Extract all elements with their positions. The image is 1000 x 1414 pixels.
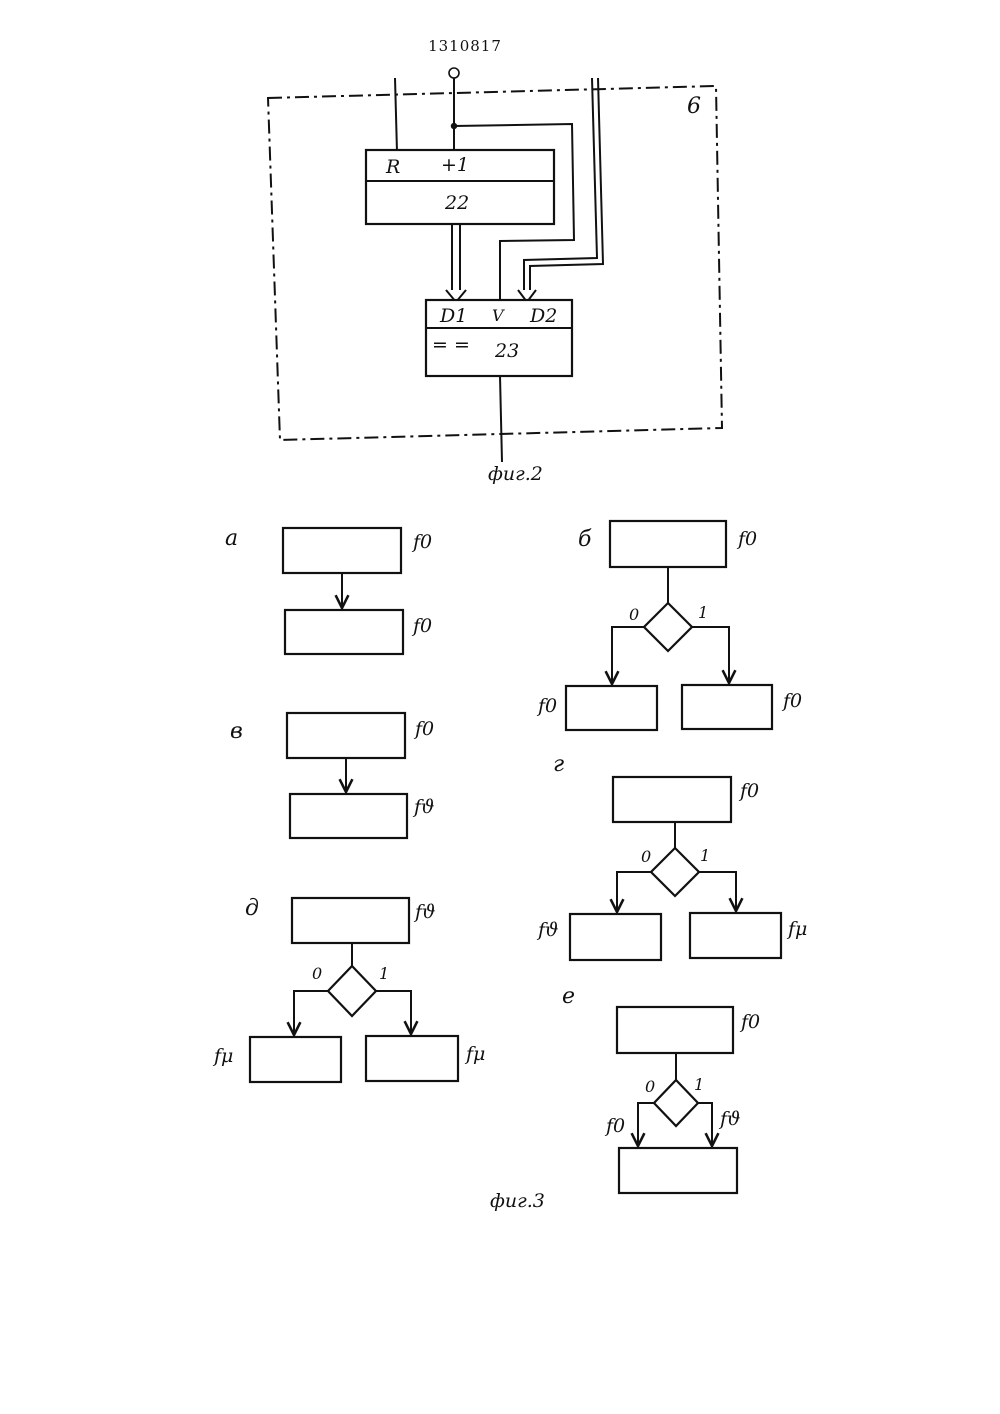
reset-wire [395, 78, 397, 152]
comparator-eq-label: = = [432, 334, 470, 356]
condition-diamond [328, 966, 376, 1016]
branch-one: 1 [694, 1075, 704, 1094]
block [285, 610, 403, 654]
fig3-caption: фиг.3 [490, 1190, 545, 1212]
counter-number: 22 [444, 192, 469, 214]
comparator-number: 23 [494, 340, 519, 362]
block-tag: fμ [464, 1043, 485, 1065]
flow-arrow-right [376, 991, 411, 1034]
condition-diamond [654, 1080, 698, 1126]
block [682, 685, 772, 729]
block [610, 521, 726, 567]
block [283, 528, 401, 573]
block-tag: f0 [739, 1011, 760, 1033]
block [250, 1037, 341, 1082]
fig3: а f0 f0 б f0 0 1 f0 f0 в f0 [212, 521, 807, 1212]
block-tag: f0 [781, 690, 802, 712]
branch-zero: 0 [312, 964, 322, 983]
subfigure-d-letter: д [245, 896, 259, 921]
branch-one: 1 [379, 964, 389, 983]
block-tag: fϑ [413, 901, 436, 923]
block-tag: f0 [411, 615, 432, 637]
block [287, 713, 405, 758]
branch-zero: 0 [645, 1077, 655, 1096]
block-tag: f0 [413, 718, 434, 740]
block [617, 1007, 733, 1053]
subfigure-e: е f0 0 1 f0 fϑ [562, 984, 760, 1193]
subfigure-e-letter: е [562, 984, 575, 1009]
input-terminal [449, 68, 459, 78]
flow-arrow-right [692, 627, 729, 683]
block-frame [268, 86, 722, 440]
comparator-d1-label: D1 [439, 305, 467, 327]
flow-arrow-right [699, 872, 736, 911]
subfigure-v: в f0 fϑ [230, 713, 435, 838]
block [290, 794, 407, 838]
block [613, 777, 731, 822]
block-tag: fϑ [536, 919, 559, 941]
fig2: 6 R +1 22 D1 V D2 = = 23 фиг.2 [268, 68, 722, 485]
counter-reset-label: R [385, 156, 400, 178]
fig2-caption: фиг.2 [488, 463, 543, 485]
condition-diamond [651, 848, 699, 896]
block-tag: fμ [786, 918, 807, 940]
flow-arrow-left [617, 872, 651, 912]
frame-label: 6 [687, 94, 701, 119]
branch-one: 1 [698, 603, 708, 622]
subfigure-g: г f0 0 1 fϑ fμ [536, 752, 807, 960]
block-tag: f0 [411, 531, 432, 553]
flow-arrow-left [638, 1103, 654, 1146]
output-wire [500, 376, 502, 462]
condition-diamond [644, 603, 692, 651]
branch-zero: 0 [641, 847, 651, 866]
comparator-d2-label: D2 [529, 305, 557, 327]
block [292, 898, 409, 943]
flow-arrow-left [294, 991, 328, 1035]
branch-zero: 0 [629, 605, 639, 624]
subfigure-v-letter: в [230, 719, 243, 744]
block-tag: f0 [536, 695, 557, 717]
doc-number: 1310817 [428, 37, 502, 55]
flow-arrow-right [698, 1103, 712, 1146]
block-tag: fμ [212, 1045, 233, 1067]
arrow-tag: fϑ [718, 1108, 741, 1130]
subfigure-b: б f0 0 1 f0 f0 [536, 521, 802, 730]
subfigure-d: д fϑ 0 1 fμ fμ [212, 896, 485, 1082]
counter-inc-label: +1 [441, 154, 469, 176]
arrow-tag: f0 [604, 1115, 625, 1137]
flow-arrow-left [612, 627, 644, 684]
block [566, 686, 657, 730]
subfigure-b-letter: б [578, 527, 592, 552]
block-tag: f0 [738, 780, 759, 802]
block-tag: f0 [736, 528, 757, 550]
block [690, 913, 781, 958]
subfigure-g-letter: г [553, 752, 564, 777]
subfigure-a: а f0 f0 [225, 526, 432, 654]
block-tag: fϑ [412, 796, 435, 818]
block [570, 914, 661, 960]
subfigure-a-letter: а [225, 526, 238, 551]
block [619, 1148, 737, 1193]
comparator-or-label: V [492, 306, 505, 325]
block [366, 1036, 458, 1081]
branch-one: 1 [700, 846, 710, 865]
